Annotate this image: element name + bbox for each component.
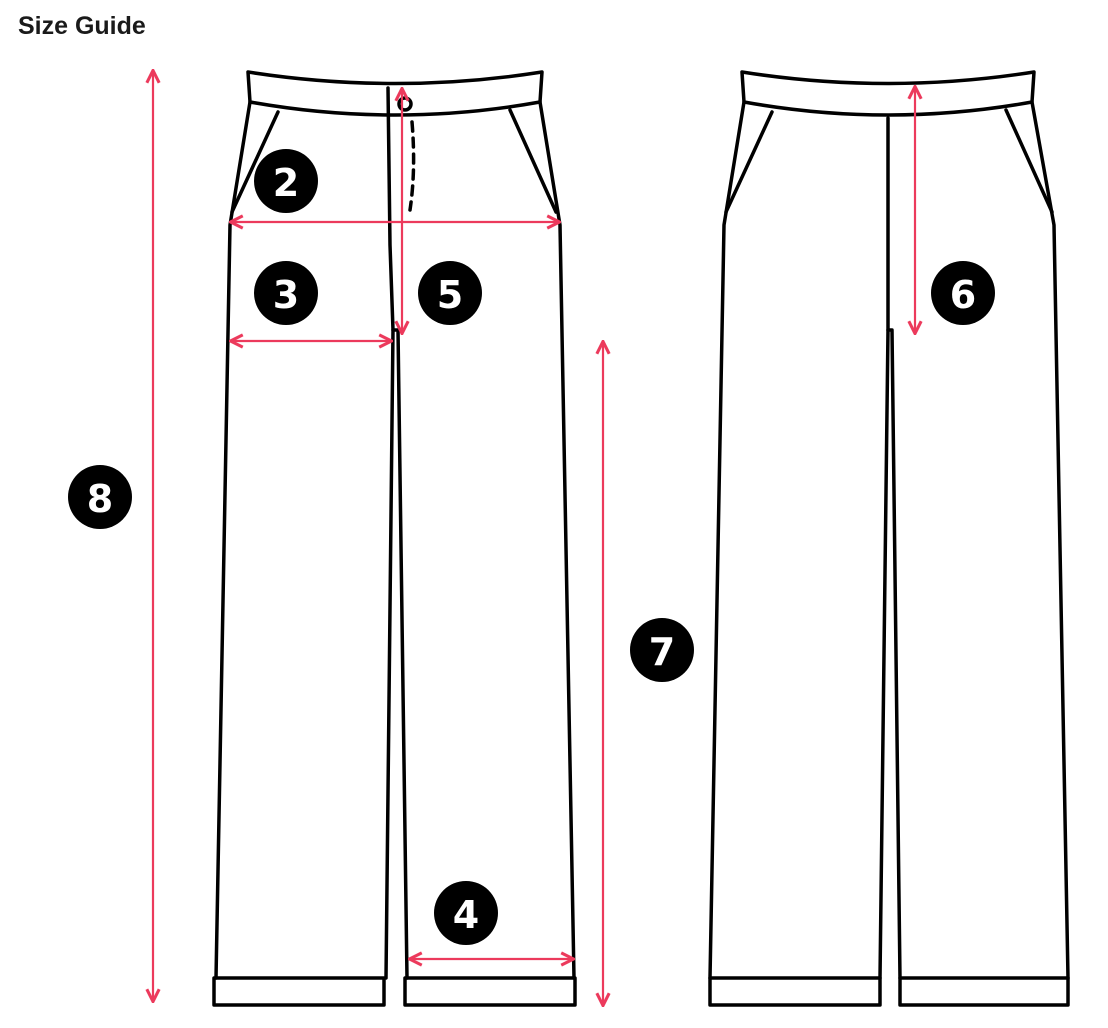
svg-text:4: 4 xyxy=(453,893,479,937)
badge-front-rise: 5 xyxy=(418,261,482,325)
badge-thigh: 3 xyxy=(254,261,318,325)
badge-length: 8 xyxy=(68,465,132,529)
button-icon xyxy=(397,96,413,112)
back-pants-outline xyxy=(708,70,1070,1007)
badge-back-rise: 6 xyxy=(931,261,995,325)
badge-leg-opening: 4 xyxy=(434,881,498,945)
page-title: Size Guide xyxy=(18,12,146,40)
svg-text:8: 8 xyxy=(87,477,113,521)
front-pants-outline xyxy=(212,70,577,1007)
svg-text:3: 3 xyxy=(273,273,299,317)
badge-inseam: 7 xyxy=(630,618,694,682)
badge-waist: 2 xyxy=(254,149,318,213)
svg-text:5: 5 xyxy=(437,273,463,317)
svg-text:2: 2 xyxy=(273,161,299,205)
svg-text:7: 7 xyxy=(649,630,675,674)
svg-text:6: 6 xyxy=(950,273,976,317)
